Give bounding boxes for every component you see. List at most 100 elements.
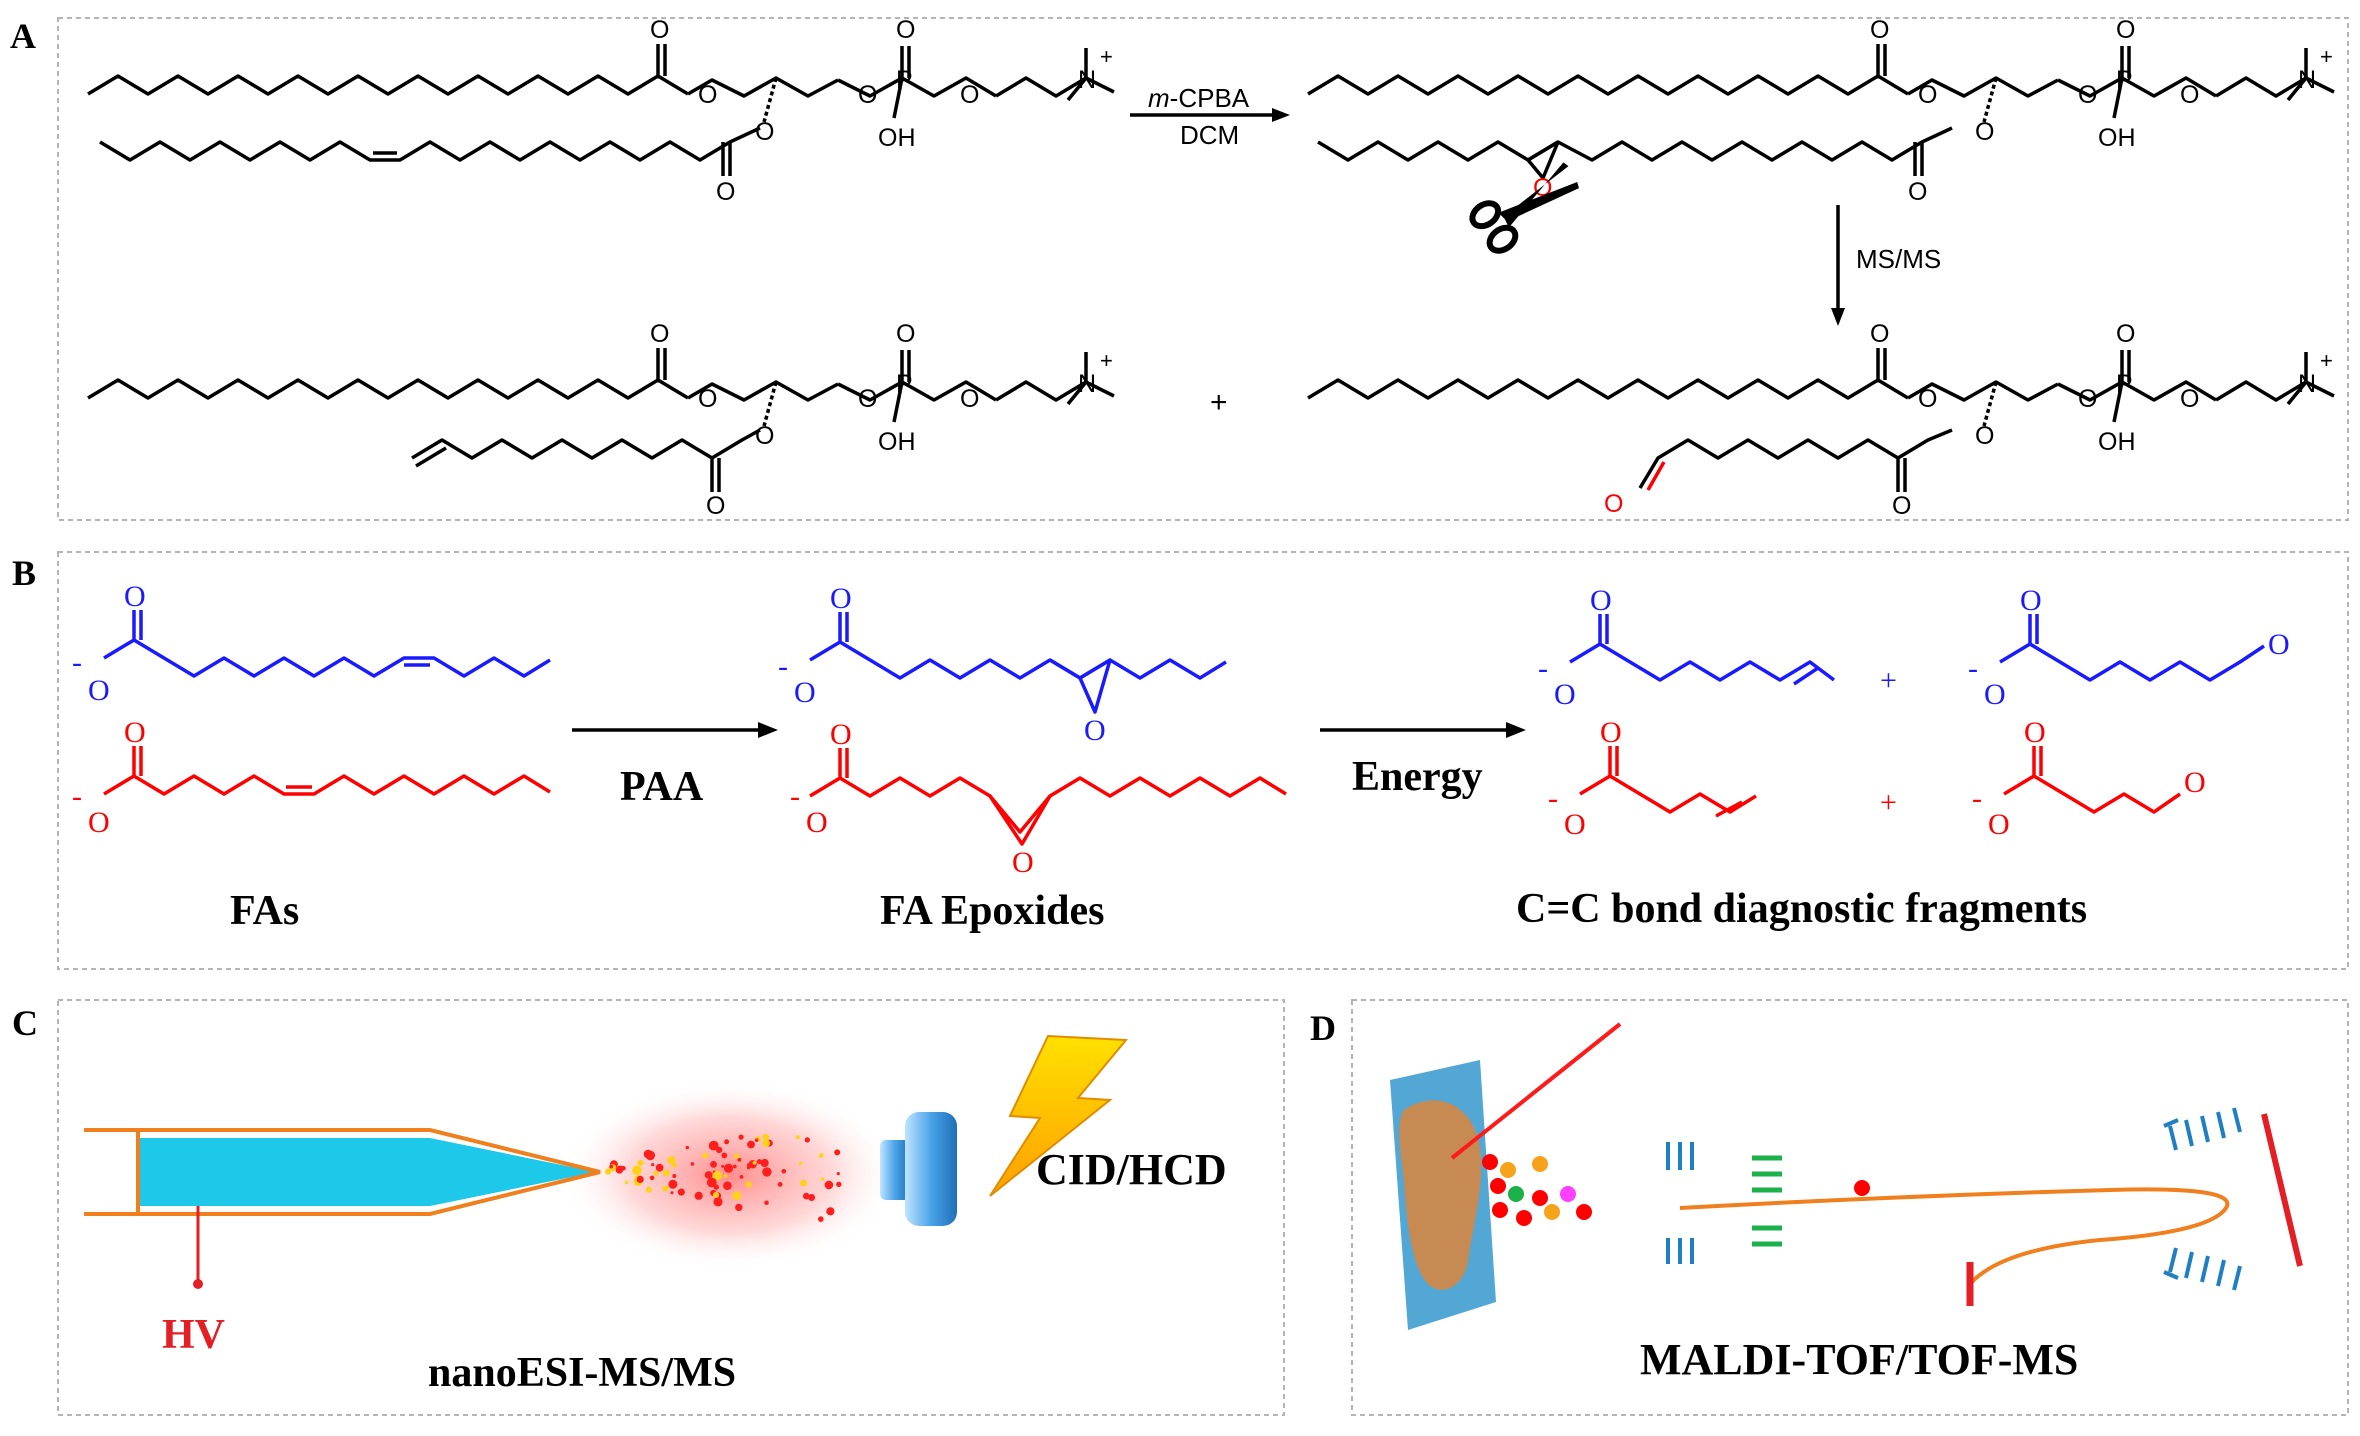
atom-o: O (650, 320, 669, 348)
atom-o: O (2180, 385, 2199, 413)
spray-droplet (713, 1197, 723, 1207)
atom-o: O (716, 178, 735, 206)
atom-oh: OH (878, 124, 916, 152)
spray-droplet (808, 1194, 816, 1201)
msms-label: MS/MS (1856, 244, 1941, 274)
spray-droplet (735, 1203, 743, 1212)
spray-glow (560, 1080, 900, 1270)
spray-droplet (836, 1172, 840, 1176)
sn1-chain-2 (1307, 74, 1909, 96)
atom-n: N (2298, 370, 2316, 398)
glycerol-backbone (687, 76, 839, 98)
spray-droplet (715, 1146, 723, 1154)
panel-letter-a: A (10, 16, 36, 56)
aldehyde-oxygen: O (2268, 628, 2290, 661)
ion-particle (1516, 1210, 1532, 1226)
spray-droplet (745, 1181, 752, 1188)
aldehyde-oxygen: O (2184, 766, 2206, 799)
atom-o: O (755, 422, 774, 450)
spray-droplet (649, 1175, 655, 1181)
spray-droplet (604, 1168, 612, 1175)
spray-droplet (738, 1134, 744, 1140)
atom-o: O (1975, 118, 1994, 146)
atom-o: O (794, 676, 816, 709)
atom-charge: + (2320, 348, 2333, 373)
spray-droplet (704, 1171, 713, 1179)
phosphate-link (837, 76, 997, 98)
spray-droplet (667, 1156, 676, 1165)
panel-letter-d: D (1310, 1008, 1336, 1048)
atom-o: O (1564, 808, 1586, 841)
spray-droplet (637, 1159, 644, 1166)
atom-o: O (806, 806, 828, 839)
atom-o: O (1590, 584, 1612, 617)
spray-droplet (636, 1175, 644, 1183)
reflectron-grid-bar (2232, 1107, 2242, 1133)
atom-p: P (2116, 66, 2133, 94)
charge-minus: - (790, 780, 800, 813)
atom-o: O (1554, 678, 1576, 711)
solvent-label: DCM (1180, 120, 1239, 150)
reflectron-icon (2163, 1107, 2242, 1291)
reflectron-grid-bar (2163, 1118, 2179, 1128)
atom-n: N (1078, 370, 1096, 398)
ion-particle (1482, 1154, 1498, 1170)
spray-droplet (721, 1152, 728, 1159)
spray-droplet (690, 1162, 695, 1166)
atom-o: O (2078, 385, 2097, 413)
spray-droplet (732, 1191, 742, 1201)
spray-droplet (737, 1157, 742, 1162)
atom-o: O (1870, 16, 1889, 44)
hv-label: HV (162, 1312, 225, 1358)
epoxide-oxygen: O (1012, 846, 1034, 879)
spray-droplet (739, 1175, 744, 1179)
plus-sign-b: + (1880, 786, 1897, 819)
reflectron-grid-bar (2184, 1119, 2194, 1147)
atom-o: O (2078, 81, 2097, 109)
spray-droplet (662, 1185, 669, 1192)
spray-droplets (604, 1133, 842, 1222)
choline (995, 76, 1087, 98)
spray-droplet (712, 1170, 723, 1181)
ms-inlet-icon (880, 1112, 957, 1226)
spray-droplet (747, 1140, 755, 1149)
panel-b-frame (57, 551, 2349, 970)
charge-minus: - (1972, 782, 1982, 815)
charge-minus: - (778, 650, 788, 683)
spray-droplet (764, 1200, 769, 1206)
pc-molecule-top-right (1307, 44, 2335, 180)
spray-droplet (824, 1180, 834, 1190)
spray-droplet (672, 1174, 677, 1178)
reflectron-grid-bar (2184, 1251, 2194, 1279)
atom-oh: OH (878, 428, 916, 456)
atom-charge: + (1100, 348, 1113, 373)
spray-droplet (752, 1161, 757, 1165)
charge-minus: - (1968, 652, 1978, 685)
atom-n: N (1078, 66, 1096, 94)
atom-o: O (1988, 808, 2010, 841)
fa-epoxide-red (809, 748, 1287, 846)
reflectron-grid-bar (2200, 1255, 2210, 1283)
atom-o: O (1870, 320, 1889, 348)
atom-o: O (698, 385, 717, 413)
atom-o: O (88, 674, 110, 707)
spray-droplet (798, 1161, 803, 1166)
ion-flight-path (1679, 1187, 2230, 1286)
spray-droplet (826, 1207, 835, 1216)
atom-o: O (698, 81, 717, 109)
atom-o: O (1892, 492, 1911, 520)
terminal-alkene-chain (411, 428, 761, 460)
atom-o: O (830, 718, 852, 751)
atom-p: P (2116, 370, 2133, 398)
atom-o: O (755, 118, 774, 146)
spray-droplet (820, 1177, 825, 1181)
spray-droplet (800, 1179, 807, 1187)
diagnostic-fragments-caption: C=C bond diagnostic fragments (1516, 886, 2087, 932)
panel-letter-c: C (12, 1003, 38, 1043)
ion-particle (1490, 1178, 1506, 1194)
spray-droplet (836, 1181, 842, 1188)
spray-droplet (834, 1149, 841, 1156)
panel-a (87, 44, 2335, 492)
spray-droplet (818, 1216, 824, 1222)
spray-droplet (662, 1169, 670, 1177)
